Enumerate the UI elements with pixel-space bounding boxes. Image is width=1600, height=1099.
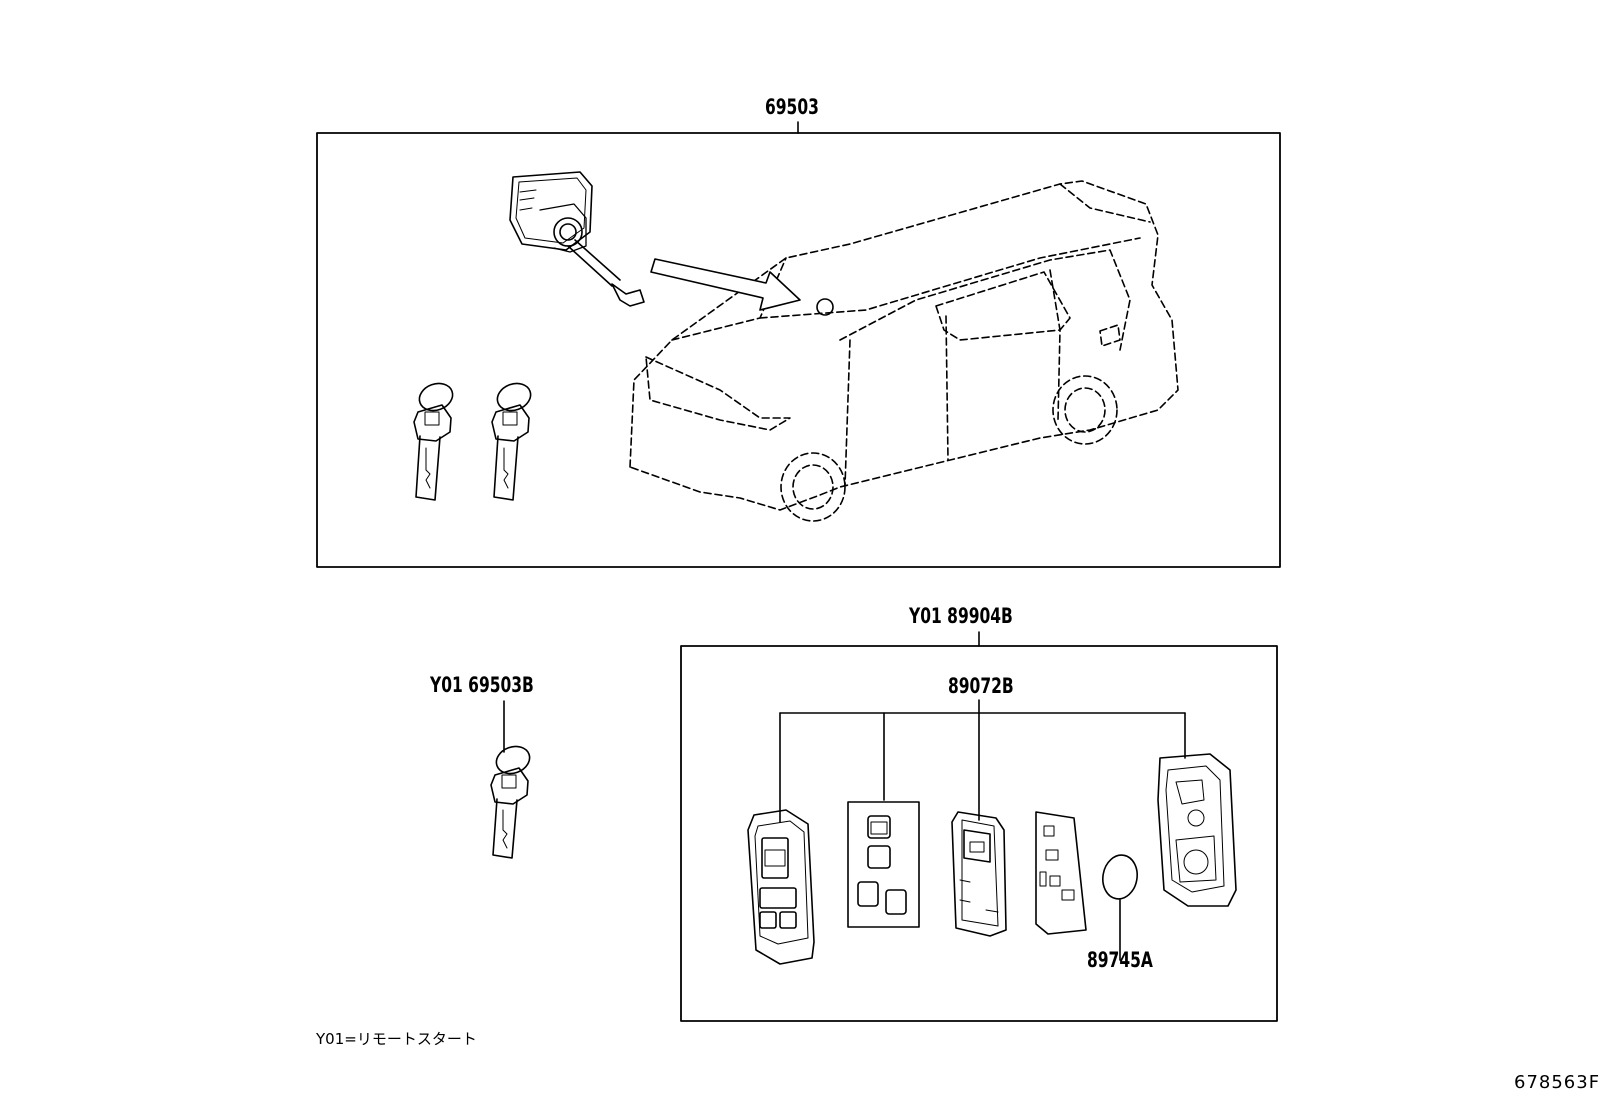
electronic-board-illustration (1035, 811, 1087, 935)
callout-spare-key: Y01 69503B (430, 673, 534, 697)
location-arrow (650, 258, 801, 311)
outer-case-illustration (1157, 753, 1237, 907)
footnote-legend: Y01=リモートスタート (316, 1030, 477, 1048)
callout-battery: 89745A (1087, 948, 1153, 972)
vehicle-illustration (629, 180, 1179, 522)
illustration-code: 678563F (1514, 1072, 1600, 1093)
callout-assembly-main: 69503 (765, 95, 819, 119)
battery-illustration (1102, 854, 1138, 961)
callout-transmitter-parts: 89072B (948, 674, 1014, 698)
button-set-illustration (847, 801, 920, 928)
key-illustration-2 (491, 382, 532, 501)
smart-key-fob-illustration (747, 809, 815, 965)
key-illustration-1 (413, 382, 454, 501)
cylinder-location-dot (816, 298, 834, 316)
callout-remote-kit: Y01 89904B (909, 604, 1013, 628)
lock-cylinder-illustration (509, 171, 645, 307)
circuit-case-illustration (951, 811, 1007, 937)
transmitter-parts-leaders (779, 699, 1186, 823)
spare-key-illustration (490, 745, 531, 859)
